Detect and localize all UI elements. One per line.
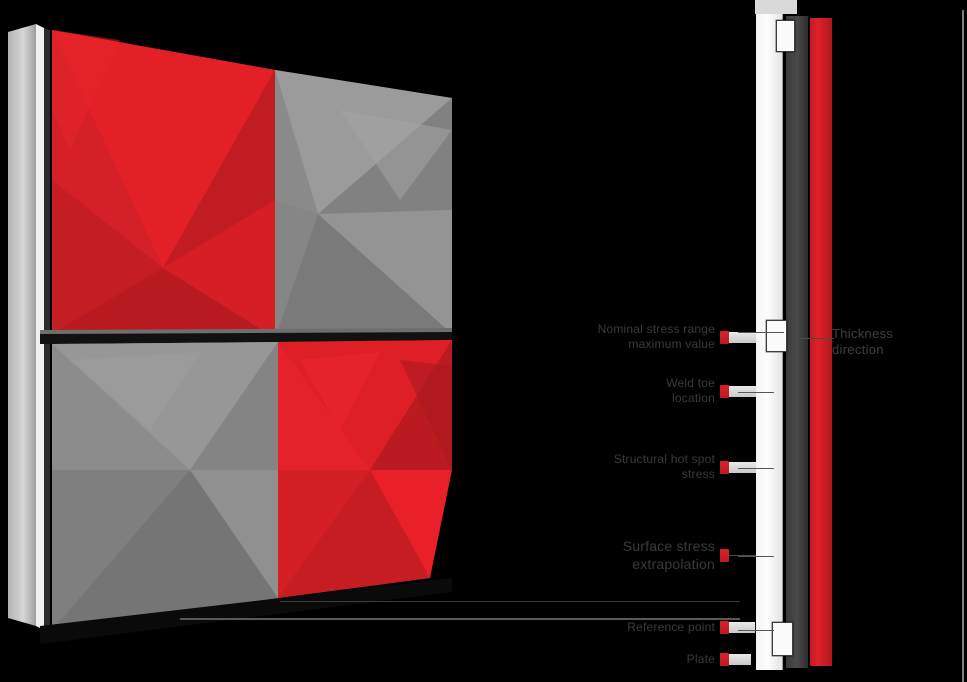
callout-4-marker (720, 549, 729, 562)
callout-4-leader (729, 555, 777, 556)
scale-tick-1 (738, 332, 784, 333)
scale-track-red[interactable] (810, 18, 832, 666)
callout-5-bar (729, 622, 755, 633)
scale-caption: Thickness direction (832, 326, 894, 357)
callout-3-marker (720, 460, 729, 474)
callout-6-label: Plate (686, 652, 715, 666)
callout-1-bar (729, 331, 759, 343)
scale-handle-middle[interactable] (766, 320, 787, 352)
callout-3-bar (729, 461, 757, 473)
3d-model-svg (8, 24, 452, 644)
panel-quadrant-top-left (52, 30, 275, 338)
panel-mid-seam (40, 328, 452, 344)
3d-model-viewport[interactable] (0, 0, 470, 682)
baseline-axis (180, 618, 740, 620)
callout-3-label: Structural hot spot stress (613, 452, 715, 481)
callout-6[interactable]: Plate (655, 652, 751, 667)
panel-quadrant-top-right (275, 70, 452, 338)
callout-6-marker (720, 653, 729, 666)
scale-tick-4 (738, 556, 774, 557)
scale-handle-top[interactable] (776, 20, 795, 52)
model-ground-shadow (40, 578, 452, 644)
scale-track-dark[interactable] (786, 16, 808, 668)
scale-caption-leader (800, 338, 834, 339)
scale-tick-2 (738, 392, 774, 393)
panel-quadrant-bottom-left (52, 342, 278, 630)
callout-4-label: Surface stress extrapolation (622, 538, 715, 572)
scale-tick-5 (738, 630, 774, 631)
callout-3[interactable]: Structural hot spot stress (520, 452, 757, 482)
callout-6-bar (729, 654, 751, 665)
panel-quadrant-bottom-right (278, 340, 452, 598)
callout-2-bar (729, 385, 759, 397)
callout-2-label: Weld toe location (666, 376, 715, 405)
scale-tick-3 (738, 468, 774, 469)
model-side-slab (8, 24, 50, 632)
callout-1-label: Nominal stress range maximum value (597, 322, 715, 351)
callout-1[interactable]: Nominal stress range maximum value (505, 322, 759, 352)
callout-2[interactable]: Weld toe location (575, 376, 759, 406)
vertical-stress-scale[interactable] (738, 0, 964, 682)
scale-handle-bottom[interactable] (772, 622, 793, 656)
baseline-axis-secondary (280, 601, 740, 602)
callout-2-marker (720, 384, 729, 398)
scale-top-shelf (755, 0, 797, 14)
scale-right-edge (962, 10, 964, 682)
callout-5-label: Reference point (627, 620, 715, 634)
callout-5-marker (720, 621, 729, 634)
callout-4[interactable]: Surface stress extrapolation (560, 538, 777, 573)
callout-1-marker (720, 330, 729, 344)
callout-5[interactable]: Reference point (525, 620, 755, 635)
